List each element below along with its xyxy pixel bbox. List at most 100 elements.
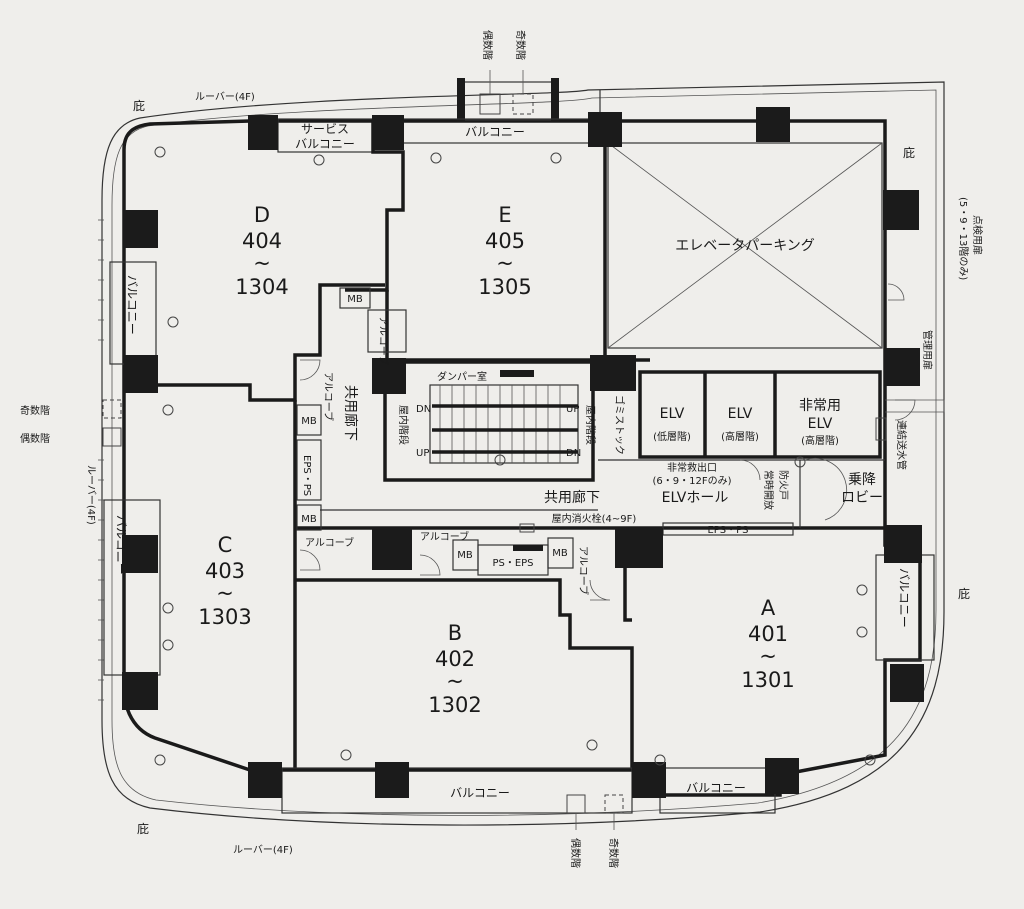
- door-swings: [299, 283, 916, 601]
- odd-floor-left: 奇数階: [20, 404, 50, 417]
- unit-b-to: 1302: [428, 693, 481, 717]
- odd-floor-bottom: 奇数階: [607, 838, 620, 868]
- mb-top-label: MB: [347, 294, 363, 305]
- stair-dn-right: DN: [566, 448, 581, 459]
- alcove-c-label: アルコーブ: [305, 536, 354, 549]
- alcove-b-label: アルコーブ: [420, 530, 469, 543]
- unit-e: E 405 ~ 1305: [478, 203, 531, 299]
- unit-e-to: 1305: [478, 275, 531, 299]
- unit-a: A 401 ~ 1301: [741, 596, 794, 692]
- eps-ps-strip-label: EPS・PS: [707, 525, 748, 536]
- ps-eps-label: PS・EPS: [492, 558, 533, 569]
- unit-c-from: 403: [205, 559, 245, 583]
- indoor-stairs-right: 屋内階段: [584, 405, 597, 445]
- emergency-exit-label-2: (6・9・12Fのみ): [652, 476, 731, 487]
- alcove-left-label: アルコーブ: [322, 372, 335, 421]
- unit-d-tilde: ~: [253, 251, 271, 275]
- eaves-inner: [111, 89, 937, 816]
- unit-c-letter: C: [218, 533, 233, 557]
- garbage-stock-label: ゴミストック: [613, 395, 626, 455]
- hisashi-bottom-left: 庇: [137, 821, 149, 836]
- mb-mid-label-2: MB: [552, 548, 568, 559]
- unit-c-tilde: ~: [216, 581, 234, 605]
- odd-floor-top: 奇数階: [514, 30, 527, 60]
- louver-top-label: ルーバー(4F): [195, 91, 255, 103]
- elevator-parking-label: エレベータパーキング: [675, 238, 815, 254]
- standpipe-label: 連結送水管: [895, 420, 908, 470]
- elv-emg-label-1: 非常用: [799, 398, 841, 414]
- hisashi-right: 庇: [958, 586, 970, 601]
- unit-d-to: 1304: [235, 275, 288, 299]
- unit-b-from: 402: [435, 647, 475, 671]
- left-balcony-label-top: バルコニー: [125, 275, 139, 335]
- service-balcony-label-2: バルコニー: [295, 137, 355, 151]
- elevator-bank: [638, 370, 882, 459]
- wall-d-c: [124, 283, 385, 402]
- bottom-balcony-label-right: バルコニー: [686, 781, 746, 795]
- even-floor-duct-left: [102, 427, 122, 447]
- emergency-exit-label-1: 非常救出口: [667, 461, 717, 474]
- mb-left-2: [296, 504, 322, 531]
- unit-e-from: 405: [485, 229, 525, 253]
- hisashi-top-right: 庇: [903, 145, 915, 160]
- elv-high-label-1: ELV: [728, 406, 753, 422]
- unit-a-to: 1301: [741, 668, 794, 692]
- mb-mid-label-1: MB: [457, 550, 473, 561]
- service-balcony-label-1: サービス: [301, 122, 349, 136]
- elv-high-label-2: (高層階): [721, 430, 759, 443]
- stair-block: [383, 360, 595, 482]
- mb-left-1: [296, 404, 322, 436]
- unit-d-letter: D: [254, 203, 270, 227]
- right-balcony-label: バルコニー: [897, 568, 911, 628]
- hisashi-top-left: 庇: [133, 98, 145, 113]
- stair-dn-left: DN: [416, 404, 431, 415]
- ceiling-fixtures: [154, 146, 876, 766]
- unit-e-letter: E: [498, 203, 511, 227]
- stair-up-left: UP: [416, 448, 429, 459]
- unit-d-from: 404: [242, 229, 282, 253]
- common-corridor-vertical: 共用廊下: [342, 385, 359, 441]
- wall-b-top: [295, 578, 634, 770]
- top-balcony-label: バルコニー: [465, 125, 525, 139]
- elv-low-label-1: ELV: [660, 406, 685, 422]
- inspection-floors-label: (5・9・13階のみ): [957, 197, 969, 280]
- elv-hall-label: ELVホール: [662, 490, 729, 506]
- elv-emg-label-3: (高層階): [801, 434, 839, 447]
- eps-ps-left: [296, 439, 322, 501]
- mb-left-label-2: MB: [301, 514, 317, 525]
- louver-bottom-label: ルーバー(4F): [233, 844, 293, 856]
- lobby-label-1: 乗降: [848, 472, 876, 488]
- odd-floor-duct-top: [512, 93, 534, 115]
- even-floor-bottom: 偶数階: [569, 838, 582, 868]
- unit-a-tilde: ~: [759, 644, 777, 668]
- management-door-label: 管理用扉: [921, 330, 934, 370]
- left-balcony-label-bottom: バルコニー: [114, 515, 128, 575]
- unit-d: D 404 ~ 1304: [235, 203, 288, 299]
- elv-low-label-2: (低層階): [653, 430, 691, 443]
- unit-a-letter: A: [761, 596, 776, 620]
- hydrant-label: 屋内消火栓(4~9F): [552, 512, 637, 525]
- even-floor-duct-bottom: [566, 794, 586, 814]
- louver-ticks-left: [98, 219, 104, 701]
- mb-left-label-1: MB: [301, 416, 317, 427]
- odd-floor-duct-bottom: [604, 794, 624, 814]
- normally-open-label: 常時開放: [762, 470, 775, 510]
- elevator-parking: [607, 142, 883, 349]
- indoor-stairs-left: 屋内階段: [397, 405, 410, 445]
- louver-left-label: ルーバー(4F): [85, 465, 97, 525]
- top-balcony-bay: [461, 81, 555, 121]
- alcove-a-label: アルコーブ: [577, 546, 590, 595]
- eps-ps-vertical: EPS・PS: [301, 455, 312, 496]
- even-floor-left: 偶数階: [20, 432, 50, 445]
- hydrant-marker: [513, 545, 543, 551]
- standpipe-marker: [875, 417, 887, 441]
- stair-treads: [429, 370, 579, 464]
- odd-floor-duct-left: [102, 399, 122, 419]
- fire-door-label: 防火戸: [777, 470, 790, 500]
- lobby-label-2: ロビー: [841, 490, 883, 506]
- damper-room-label: ダンパー室: [437, 370, 487, 383]
- unit-b-tilde: ~: [446, 669, 464, 693]
- even-floor-top: 偶数階: [481, 30, 494, 60]
- unit-e-tilde: ~: [496, 251, 514, 275]
